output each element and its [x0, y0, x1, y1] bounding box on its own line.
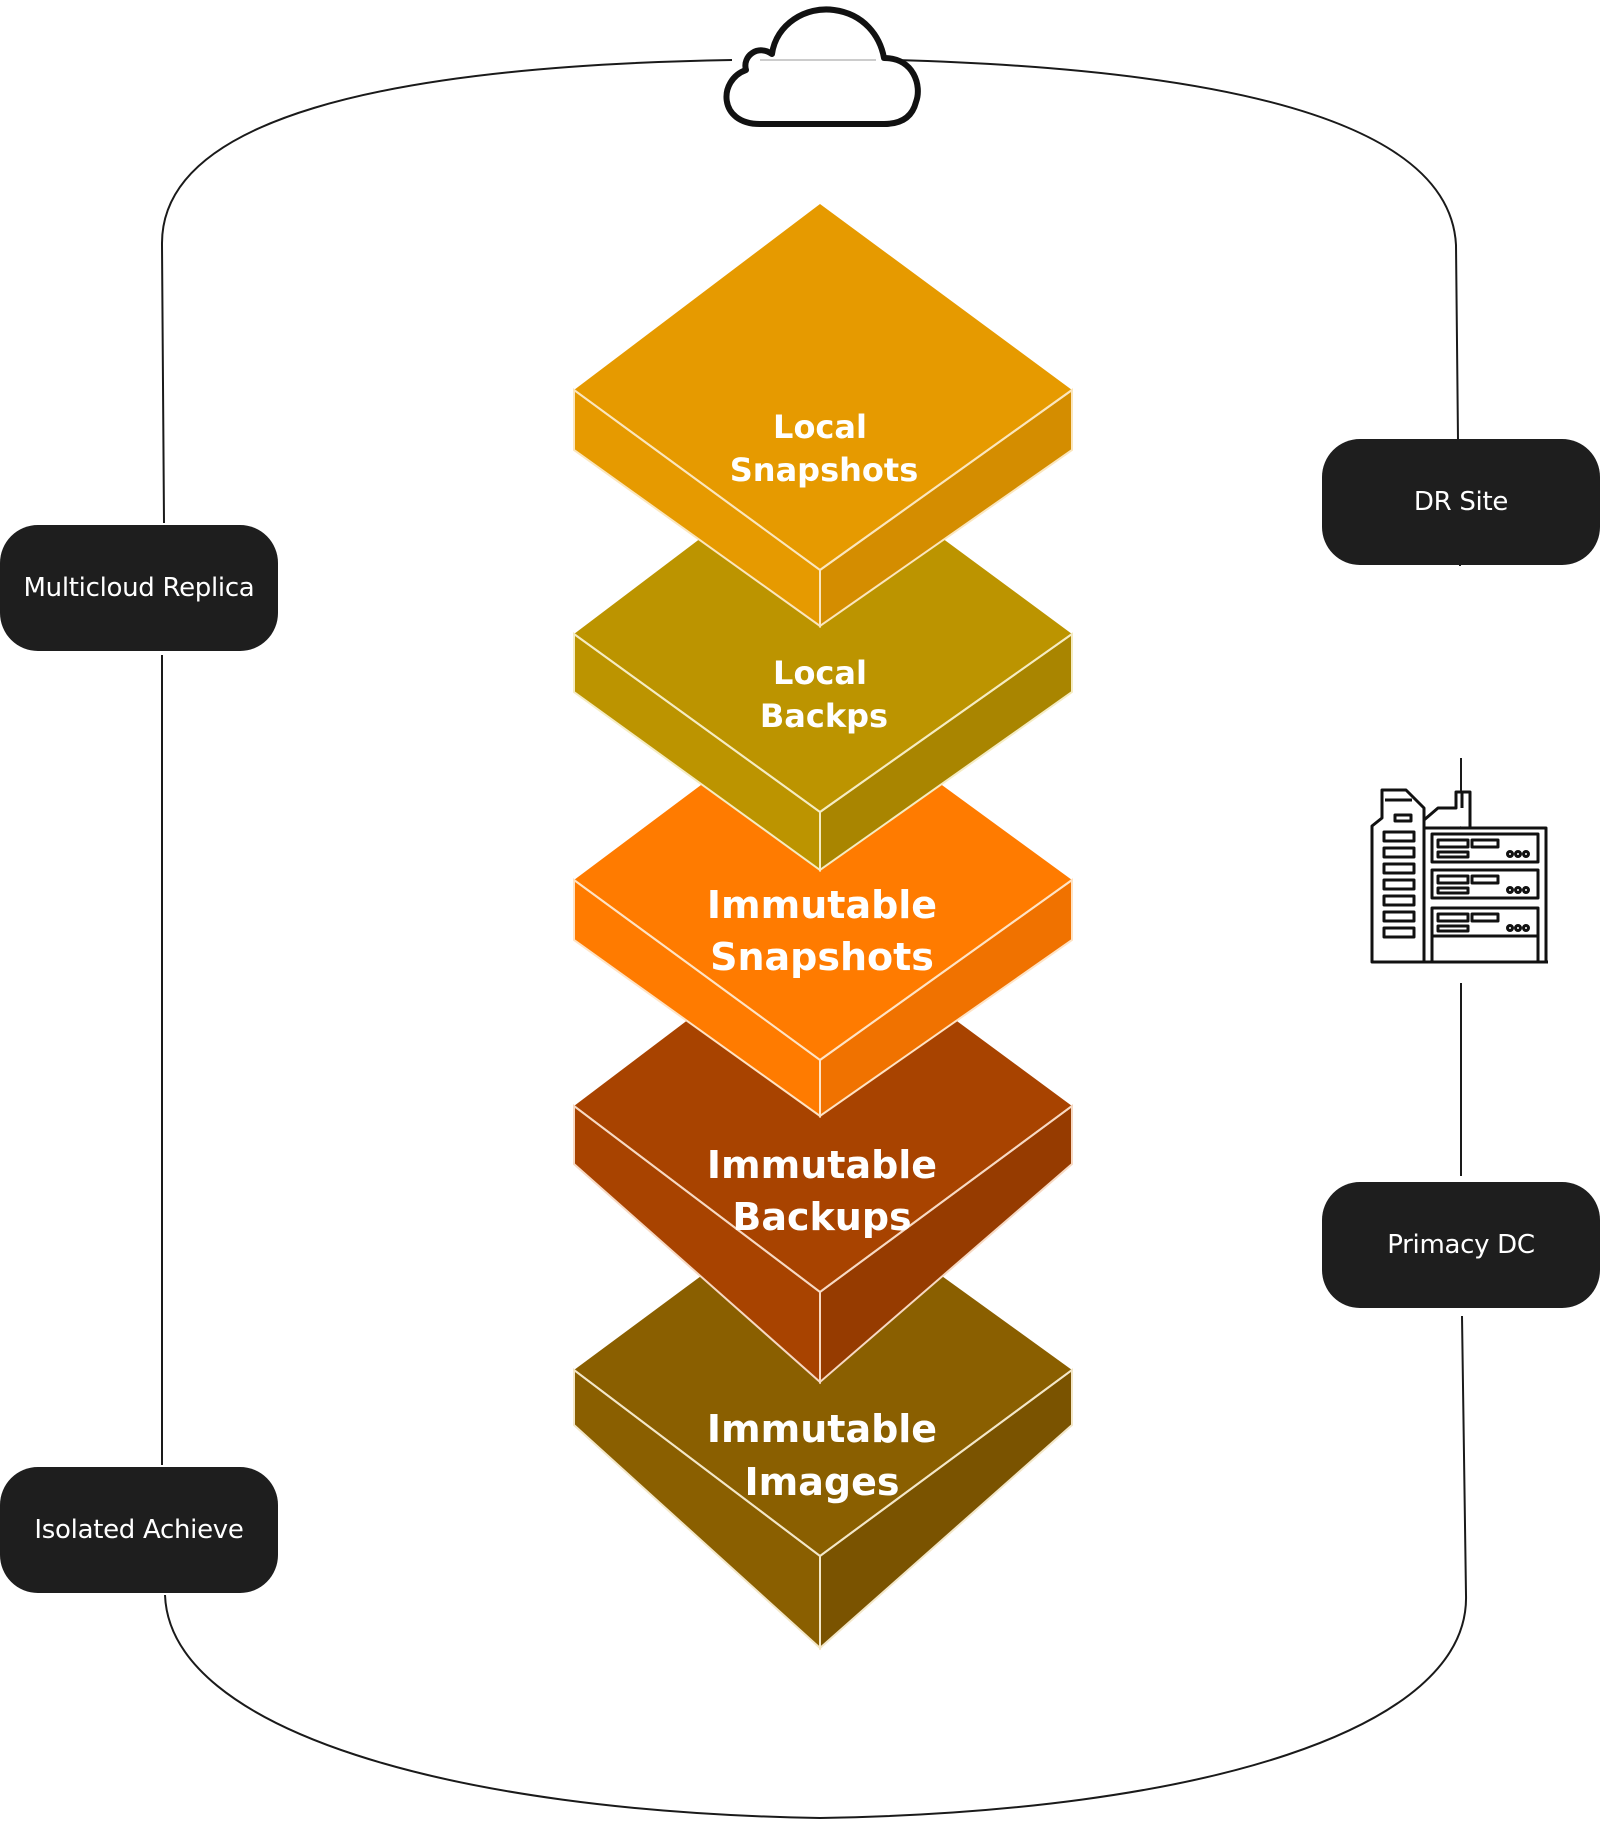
- node-primary-dc: Primacy DC: [1322, 1182, 1600, 1308]
- layer-label-immutable-snapshots-1: Immutable: [707, 883, 937, 927]
- layer-local-backups: Local Backps: [573, 448, 1073, 872]
- node-isolated-archive: Isolated Achieve: [0, 1467, 278, 1593]
- node-multicloud-replica: Multicloud Replica: [0, 525, 278, 651]
- node-dr-site: DR Site: [1322, 439, 1600, 565]
- layer-local-snapshots: Local Snapshots: [573, 204, 1073, 628]
- data-center-icon: [1370, 788, 1548, 964]
- layer-label-immutable-snapshots-2: Snapshots: [710, 935, 934, 979]
- node-primary-dc-label: Primacy DC: [1387, 1230, 1535, 1260]
- layer-label-local-backups-1: Local: [773, 654, 867, 692]
- layer-immutable-snapshots: Immutable Snapshots: [573, 696, 1073, 1118]
- layer-label-immutable-images-2: Images: [745, 1460, 900, 1504]
- loop-outline: [160, 59, 1468, 1820]
- layer-label-immutable-backups-1: Immutable: [707, 1143, 937, 1187]
- node-isolated-label: Isolated Achieve: [34, 1515, 244, 1545]
- layer-stack: Immutable Images Immutable Backups Immut…: [573, 204, 1073, 1651]
- layer-label-local-snapshots-2: Snapshots: [730, 451, 918, 489]
- node-dr-site-label: DR Site: [1413, 487, 1509, 517]
- layer-label-immutable-images-1: Immutable: [707, 1407, 937, 1451]
- layer-label-local-backups-2: Backps: [760, 697, 888, 735]
- layer-label-local-snapshots-1: Local: [773, 408, 867, 446]
- node-multicloud-label: Multicloud Replica: [23, 573, 255, 603]
- layer-label-immutable-backups-2: Backups: [732, 1195, 911, 1239]
- cloud-icon: [723, 6, 921, 127]
